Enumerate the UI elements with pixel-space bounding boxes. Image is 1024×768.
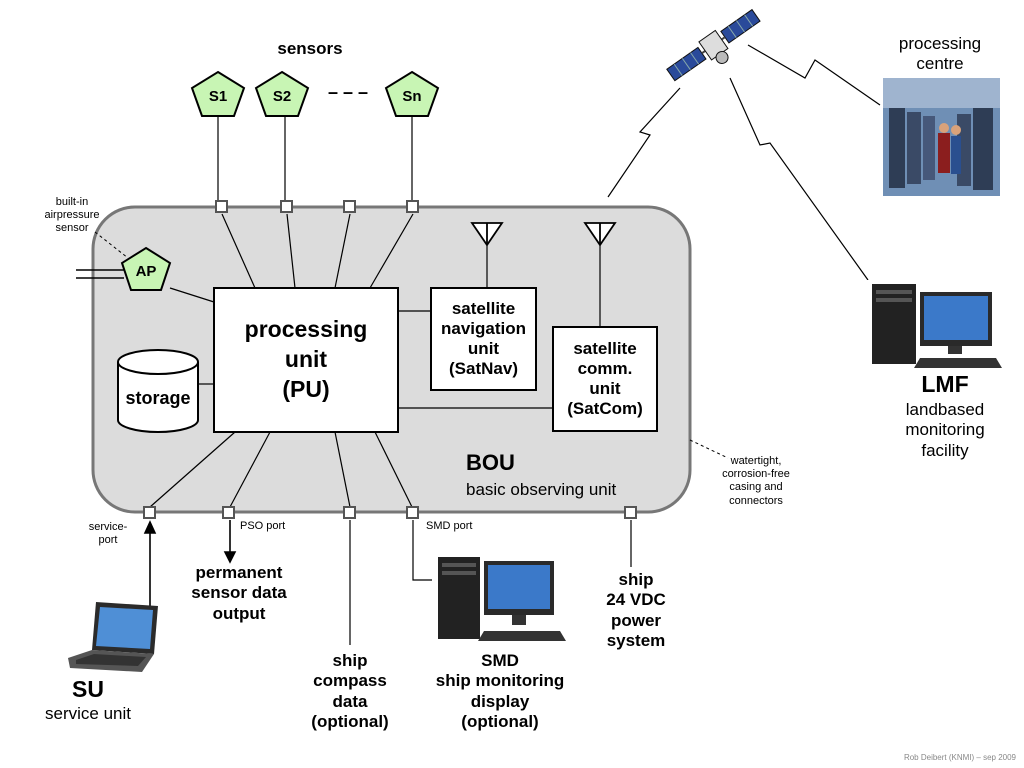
satellite-icon (666, 8, 761, 82)
casing-note-line3: casing and (729, 481, 783, 494)
service-port[interactable] (143, 506, 156, 519)
power-output-line2: 24 VDC (606, 590, 666, 610)
power-output-line1: ship (618, 570, 654, 589)
processing-centre-line1: processing (898, 34, 982, 53)
lmf-abbr: LMF (921, 371, 969, 397)
compass-output-label: ship compass data (optional) (295, 651, 405, 733)
processing-centre-label: processing centre (880, 34, 1000, 75)
pso-output-line1: permanent (195, 563, 283, 582)
sensor-port-1[interactable] (215, 200, 228, 213)
service-port-line2: port (98, 534, 118, 547)
smd-output-line4: (optional) (461, 712, 539, 732)
smd-computer-icon (432, 553, 567, 645)
sensor-port-2[interactable] (280, 200, 293, 213)
su-abbr: SU (72, 676, 104, 702)
processing-centre-line2: centre (916, 54, 964, 74)
sensor-s2[interactable]: S2 (254, 70, 310, 118)
satnav-line2: navigation (440, 319, 526, 338)
pso-port-label: PSO port (240, 520, 286, 532)
processing-unit-line1: processing (244, 316, 368, 343)
satcom-line3: unit (589, 379, 621, 398)
sensor-sn-label: Sn (402, 88, 422, 105)
satcom-line4: (SatCom) (567, 399, 643, 418)
smd-output-label: SMD ship monitoring display (optional) (420, 651, 580, 733)
service-unit-laptop-icon (68, 602, 158, 672)
pso-output-label: permanent sensor data output (168, 563, 310, 624)
credit: Rob Deibert (KNMI) – sep 2009 (903, 753, 1016, 762)
compass-output-line3: data (332, 691, 368, 711)
smd-output-line1: SMD (481, 651, 519, 670)
processing-unit-line2: unit (284, 346, 328, 373)
processing-centre-photo (883, 78, 1000, 196)
power-output-label: ship 24 VDC power system (588, 570, 684, 652)
sensor-port-4[interactable] (406, 200, 419, 213)
compass-port[interactable] (343, 506, 356, 519)
sensor-s1[interactable]: S1 (190, 70, 246, 118)
smd-port[interactable] (406, 506, 419, 519)
lmf-line2: monitoring (905, 420, 985, 440)
pso-output-line3: output (212, 603, 266, 623)
casing-note-line2: corrosion-free (722, 468, 790, 481)
lmf-description: landbased monitoring facility (875, 400, 1015, 461)
smd-output-line2: ship monitoring (435, 671, 565, 691)
sensor-port-3[interactable] (343, 200, 356, 213)
pso-output-line2: sensor data (191, 583, 287, 603)
service-port-label: service- port (78, 521, 138, 547)
bou-name: basic observing unit (466, 480, 617, 499)
compass-output-line4: (optional) (311, 712, 389, 732)
service-port-line1: service- (88, 521, 128, 533)
satcom-line2: comm. (577, 359, 633, 378)
power-output-line4: system (606, 631, 666, 651)
airpressure-note: built-in airpressure sensor (44, 196, 100, 235)
su-name: service unit (45, 704, 131, 723)
sensor-s1-label: S1 (208, 88, 228, 105)
airpressure-sensor[interactable]: AP (120, 246, 172, 292)
processing-unit-line3: (PU) (282, 375, 330, 402)
casing-note-line4: connectors (729, 494, 783, 507)
lmf-computer-icon (866, 280, 1004, 370)
sensor-sn[interactable]: Sn (384, 70, 440, 118)
satnav-line4: (SatNav) (449, 359, 518, 378)
sensors-ellipsis: – – – (327, 82, 369, 102)
casing-note: watertight, corrosion-free casing and co… (708, 455, 804, 508)
processing-unit-box[interactable]: processing unit (PU) (213, 287, 399, 433)
airpressure-label: AP (135, 263, 157, 280)
storage-label: storage (125, 388, 191, 408)
casing-note-line1: watertight, (730, 455, 782, 467)
smd-output-line3: display (470, 691, 530, 711)
satnav-line3: unit (467, 339, 500, 358)
lmf-line3: facility (921, 440, 969, 460)
power-output-line3: power (610, 610, 662, 630)
lmf-line1: landbased (905, 400, 985, 419)
power-port[interactable] (624, 506, 637, 519)
satcom-box[interactable]: satellite comm. unit (SatCom) (552, 326, 658, 432)
sensors-title: sensors (277, 39, 343, 58)
compass-output-line2: compass (313, 671, 387, 691)
sensor-s2-label: S2 (272, 88, 292, 105)
satnav-box[interactable]: satellite navigation unit (SatNav) (430, 287, 537, 391)
satnav-line1: satellite (451, 299, 516, 318)
bou-abbr: BOU (466, 450, 515, 475)
compass-output-line1: ship (332, 651, 368, 670)
smd-port-label: SMD port (426, 520, 473, 532)
pso-port[interactable] (222, 506, 235, 519)
satcom-line1: satellite (573, 339, 637, 358)
